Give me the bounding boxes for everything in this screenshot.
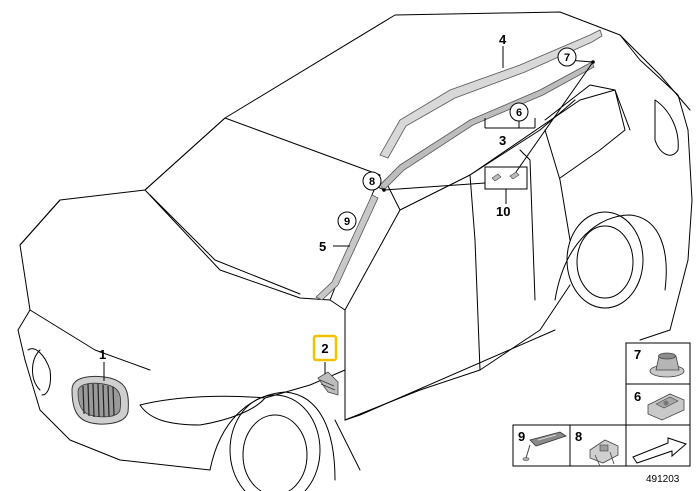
legend-nut-7: 7 (625, 342, 691, 385)
callout-1: 1 (99, 347, 106, 362)
svg-text:9: 9 (344, 216, 350, 228)
svg-text:6: 6 (634, 389, 641, 404)
svg-text:8: 8 (369, 176, 375, 188)
legend-direction-arrow (625, 424, 691, 467)
legend-clip-8: 8 (569, 424, 627, 467)
legend-clip-6: 6 (625, 383, 691, 426)
clip-set-box (484, 166, 528, 190)
svg-text:2: 2 (321, 341, 328, 356)
callout-4: 4 (499, 32, 507, 47)
svg-text:7: 7 (564, 52, 570, 64)
circle-callout-9: 9 (337, 211, 357, 231)
roof-moulding (379, 61, 595, 191)
svg-text:7: 7 (634, 347, 641, 362)
svg-text:8: 8 (575, 429, 582, 444)
callout-5: 5 (319, 239, 326, 254)
svg-text:9: 9 (518, 429, 525, 444)
roof-rail (379, 29, 603, 159)
circle-callout-7: 7 (557, 47, 577, 67)
pillar-finisher (315, 194, 379, 301)
circle-callout-8: 8 (362, 171, 382, 191)
side-emblem (317, 371, 339, 396)
callout-2-highlight: 2 (312, 334, 338, 362)
callout-3: 3 (499, 133, 506, 148)
vehicle-outline (17, 11, 693, 491)
callout-10: 10 (496, 204, 510, 219)
leader-lines (103, 46, 595, 381)
reference-number: 491203 (646, 474, 680, 485)
circle-callout-6: 6 (509, 102, 529, 122)
svg-text:6: 6 (516, 107, 522, 119)
kidney-grille (71, 376, 129, 425)
legend-clip-9: 9 (512, 424, 571, 467)
